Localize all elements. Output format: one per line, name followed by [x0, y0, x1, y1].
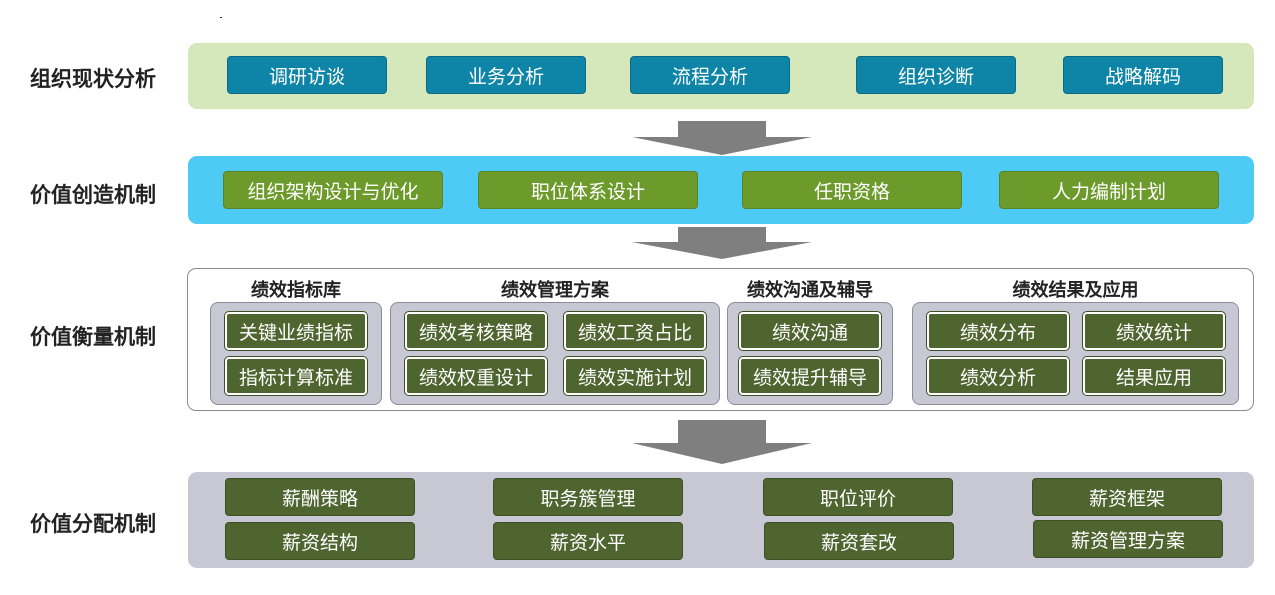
chip-improvement-coaching[interactable]: 绩效提升辅导 — [739, 357, 881, 395]
band-value-creation: 组织架构设计与优化 职位体系设计 任职资格 人力编制计划 — [188, 156, 1254, 224]
chip-pay-ratio[interactable]: 绩效工资占比 — [564, 312, 706, 350]
chip-implementation-plan[interactable]: 绩效实施计划 — [564, 357, 706, 395]
chip-compensation-strategy[interactable]: 薪酬策略 — [225, 478, 415, 516]
group-box-communication-coaching: 绩效沟通 绩效提升辅导 — [727, 302, 893, 405]
chip-performance-distribution[interactable]: 绩效分布 — [927, 312, 1069, 350]
chip-job-evaluation[interactable]: 职位评价 — [763, 478, 953, 516]
chip-indicator-calc-standard[interactable]: 指标计算标准 — [225, 357, 367, 395]
chip-research-interview[interactable]: 调研访谈 — [227, 56, 387, 94]
group-title-results-application: 绩效结果及应用 — [1012, 280, 1139, 301]
band-value-distribution: 薪酬策略 职务簇管理 职位评价 薪资框架 薪资结构 薪资水平 薪资套改 薪资管理… — [188, 472, 1254, 568]
chip-business-analysis[interactable]: 业务分析 — [426, 56, 586, 94]
chip-assessment-strategy[interactable]: 绩效考核策略 — [405, 312, 547, 350]
chip-qualification[interactable]: 任职资格 — [742, 171, 962, 209]
chip-job-family-management[interactable]: 职务簇管理 — [493, 478, 683, 516]
chip-salary-framework[interactable]: 薪资框架 — [1032, 478, 1222, 516]
chip-performance-statistics[interactable]: 绩效统计 — [1083, 312, 1225, 350]
group-title-communication-coaching: 绩效沟通及辅导 — [747, 280, 873, 301]
chip-result-application[interactable]: 结果应用 — [1083, 357, 1225, 395]
chip-org-structure-design[interactable]: 组织架构设计与优化 — [223, 171, 443, 209]
row-label-value-creation: 价值创造机制 — [30, 183, 156, 207]
band-org-status: 调研访谈 业务分析 流程分析 组织诊断 战略解码 — [188, 43, 1254, 109]
row-label-org-status: 组织现状分析 — [30, 67, 156, 91]
chip-key-performance-indicator[interactable]: 关键业绩指标 — [225, 312, 367, 350]
group-box-performance-plan: 绩效考核策略 绩效工资占比 绩效权重设计 绩效实施计划 — [390, 302, 720, 405]
chip-strategy-decoding[interactable]: 战略解码 — [1063, 56, 1223, 94]
row-label-value-measurement: 价值衡量机制 — [30, 325, 156, 349]
stray-dot — [220, 17, 222, 18]
down-arrow-1 — [632, 121, 812, 155]
chip-performance-analysis[interactable]: 绩效分析 — [927, 357, 1069, 395]
chip-performance-communication[interactable]: 绩效沟通 — [739, 312, 881, 350]
chip-salary-conversion[interactable]: 薪资套改 — [764, 522, 954, 560]
group-title-kpi-library: 绩效指标库 — [251, 280, 341, 301]
row-label-value-distribution: 价值分配机制 — [30, 512, 156, 536]
chip-position-system-design[interactable]: 职位体系设计 — [478, 171, 698, 209]
group-title-performance-plan: 绩效管理方案 — [501, 280, 609, 301]
chip-headcount-plan[interactable]: 人力编制计划 — [999, 171, 1219, 209]
down-arrow-2 — [632, 227, 812, 259]
chip-weight-design[interactable]: 绩效权重设计 — [405, 357, 547, 395]
chip-org-diagnosis[interactable]: 组织诊断 — [856, 56, 1016, 94]
chip-process-analysis[interactable]: 流程分析 — [630, 56, 790, 94]
group-box-results-application: 绩效分布 绩效统计 绩效分析 结果应用 — [912, 302, 1239, 405]
chip-salary-management-plan[interactable]: 薪资管理方案 — [1033, 520, 1223, 558]
group-box-kpi-library: 关键业绩指标 指标计算标准 — [210, 302, 382, 405]
chip-salary-level[interactable]: 薪资水平 — [493, 522, 683, 560]
chip-salary-structure[interactable]: 薪资结构 — [225, 522, 415, 560]
down-arrow-3 — [632, 420, 812, 464]
